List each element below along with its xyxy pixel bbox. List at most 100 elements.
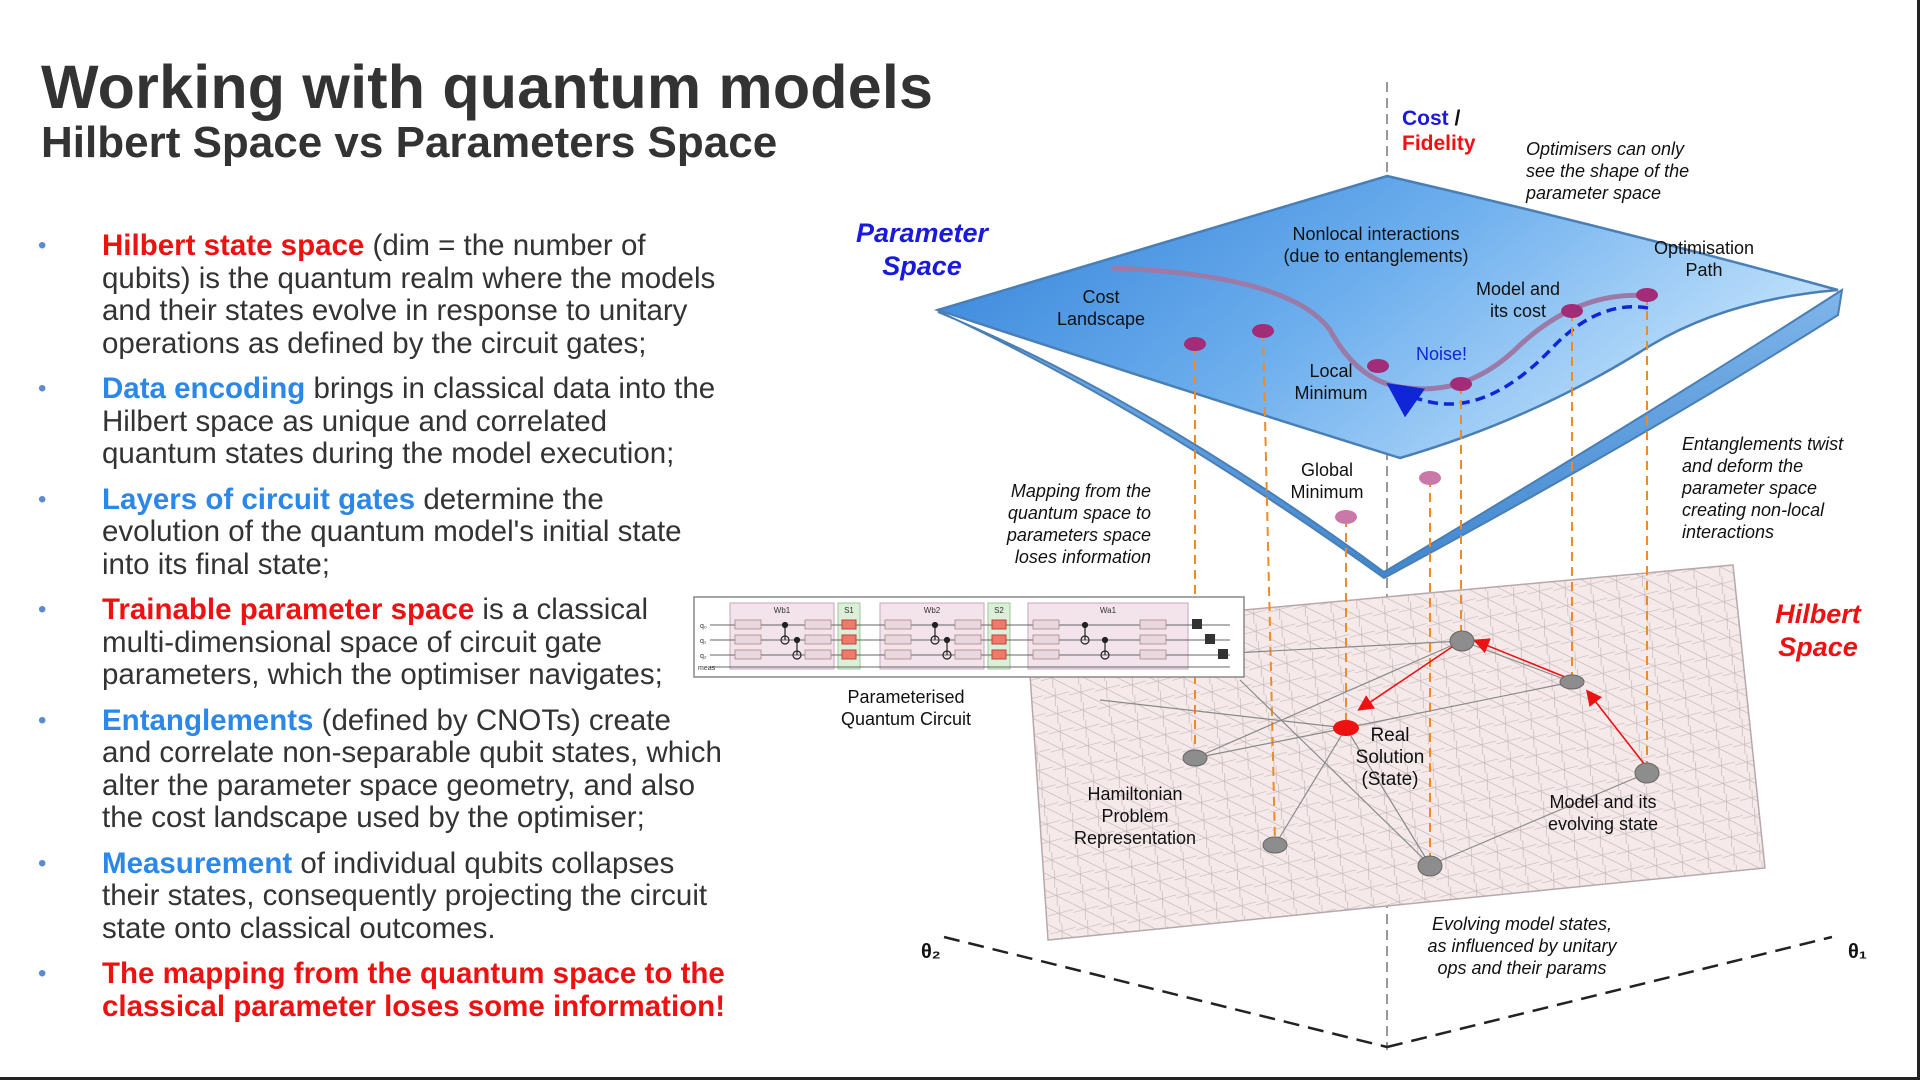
optimisation-path-label: Optimisation Path xyxy=(1654,238,1754,280)
parameter-plane xyxy=(933,174,1839,460)
bullet-key: Trainable parameter space xyxy=(102,593,475,626)
svg-text:Problem: Problem xyxy=(1101,806,1168,826)
svg-text:creating non-local: creating non-local xyxy=(1682,500,1825,520)
svg-text:Minimum: Minimum xyxy=(1290,482,1363,502)
svg-text:Optimisers can only: Optimisers can only xyxy=(1526,139,1685,159)
svg-text:Space: Space xyxy=(882,251,962,281)
circuit-wire-q0: q₀ xyxy=(700,623,707,630)
optimisers-note: Optimisers can only see the shape of the… xyxy=(1525,139,1689,203)
right-border xyxy=(1917,0,1920,1080)
bottom-border xyxy=(0,1077,1920,1080)
bullet-dot: • xyxy=(38,485,47,513)
svg-text:Model and its: Model and its xyxy=(1549,792,1656,812)
fidelity-label: Fidelity xyxy=(1402,132,1476,155)
svg-text:(due to entanglements): (due to entanglements) xyxy=(1283,246,1468,266)
cost-landscape-label: Cost Landscape xyxy=(1057,287,1145,329)
quantum-circuit: Wb1 S1 Wb2 S2 Wa1 q₀ q₁ q₂ meas xyxy=(693,596,1245,678)
svg-text:see the shape of the: see the shape of the xyxy=(1526,161,1689,181)
bullet-entanglements: • Entanglements (defined by CNOTs) create… xyxy=(38,703,728,835)
svg-text:Model and: Model and xyxy=(1476,279,1560,299)
theta1-label: θ₁ xyxy=(1848,941,1867,963)
svg-text:Space: Space xyxy=(1778,632,1858,662)
evolution-arrow-3 xyxy=(1357,646,1453,711)
svg-text:(State): (State) xyxy=(1361,769,1418,790)
bullet-key: Hilbert state space xyxy=(102,229,365,262)
entanglements-note: Entanglements twist and deform the param… xyxy=(1681,434,1844,542)
bullet-text: determine the evolution of the quantum m… xyxy=(102,482,682,581)
bullet-list: •Hilbert state space (dim = the number o… xyxy=(38,229,728,1036)
svg-text:Optimisation: Optimisation xyxy=(1654,238,1754,258)
hilbert-space-label: Hilbert Space xyxy=(1775,599,1862,662)
bullet-mapping-warning: • The mapping from the quantum space to t… xyxy=(38,957,728,1023)
svg-text:Evolving model states,: Evolving model states, xyxy=(1432,914,1612,934)
cost-label: Cost xyxy=(1402,107,1449,130)
cost-slash: / xyxy=(1449,107,1461,130)
svg-text:parameter space: parameter space xyxy=(1681,478,1817,498)
svg-text:parameter space: parameter space xyxy=(1525,183,1661,203)
noise-label: Noise! xyxy=(1416,344,1467,364)
bullet-layers-of-gates: • Layers of circuit gates determine the e… xyxy=(38,482,728,582)
svg-text:Parameterised: Parameterised xyxy=(847,687,964,707)
bullet-key: Data encoding xyxy=(102,372,306,405)
svg-text:its cost: its cost xyxy=(1490,301,1546,321)
evolving-note: Evolving model states, as influenced by … xyxy=(1427,914,1617,978)
hamiltonian-label: Hamiltonian Problem Representation xyxy=(1074,784,1196,848)
svg-text:Real: Real xyxy=(1370,725,1409,746)
svg-text:quantum space to: quantum space to xyxy=(1008,503,1151,523)
bullet-text: The mapping from the quantum space to th… xyxy=(102,957,726,1023)
svg-text:Cost: Cost xyxy=(1082,287,1119,307)
bullet-key: Entanglements xyxy=(102,703,314,737)
evolution-arrow-1 xyxy=(1586,689,1646,766)
bullet-text: of individual qubits collapses their sta… xyxy=(102,846,708,945)
bullet-key: Measurement xyxy=(102,846,293,880)
circuit-block-s2: S2 xyxy=(994,606,1004,615)
svg-text:Local: Local xyxy=(1309,361,1352,381)
model-state-label: Model and its evolving state xyxy=(1548,792,1658,834)
circuit-wire-meas: meas xyxy=(698,665,716,672)
circuit-block-s1: S1 xyxy=(844,606,854,615)
bullet-hilbert-state-space: •Hilbert state space (dim = the number o… xyxy=(38,229,728,360)
global-minimum-label: Global Minimum xyxy=(1290,460,1363,502)
bullet-key: Layers of circuit gates xyxy=(102,482,416,516)
svg-text:Minimum: Minimum xyxy=(1294,383,1367,403)
svg-text:Quantum Circuit: Quantum Circuit xyxy=(841,709,971,729)
svg-text:Hamiltonian: Hamiltonian xyxy=(1087,784,1182,804)
noise-path xyxy=(1386,305,1649,418)
bullet-text: (defined by CNOTs) create and correlate … xyxy=(102,703,722,834)
parameter-points xyxy=(1184,288,1658,524)
circuit-block-wa1: Wa1 xyxy=(1100,606,1117,615)
nonlocal-label: Nonlocal interactions (due to entangleme… xyxy=(1283,224,1468,266)
bullet-dot: • xyxy=(38,596,47,623)
bullet-dot: • xyxy=(38,375,47,402)
svg-text:Landscape: Landscape xyxy=(1057,309,1145,329)
bullet-data-encoding: • Data encoding brings in classical data … xyxy=(38,372,728,471)
svg-text:Global: Global xyxy=(1301,460,1353,480)
bullet-dot: • xyxy=(38,849,47,877)
svg-text:loses information: loses information xyxy=(1015,547,1151,567)
svg-text:interactions: interactions xyxy=(1682,522,1774,542)
parameter-space-label: Parameter Space xyxy=(856,218,990,281)
cost-fidelity-label: Cost / Fidelity xyxy=(1402,107,1476,155)
svg-text:evolving state: evolving state xyxy=(1548,814,1658,834)
svg-text:Representation: Representation xyxy=(1074,828,1196,848)
svg-text:ops and their params: ops and their params xyxy=(1437,958,1606,978)
circuit-caption: Parameterised Quantum Circuit xyxy=(841,687,971,729)
bullet-dot: • xyxy=(38,232,47,259)
svg-text:parameters space: parameters space xyxy=(1006,525,1151,545)
theta2-label: θ₂ xyxy=(921,941,941,963)
bullet-dot: • xyxy=(38,706,47,734)
svg-text:Solution: Solution xyxy=(1356,747,1425,768)
evolution-arrow-2 xyxy=(1473,638,1566,678)
local-minimum-label: Local Minimum xyxy=(1294,361,1367,403)
circuit-block-wb1: Wb1 xyxy=(774,606,791,615)
hilbert-nodes xyxy=(1182,630,1660,877)
slide-title: Working with quantum models xyxy=(41,53,934,121)
model-cost-label: Model and its cost xyxy=(1476,279,1560,321)
svg-text:as influenced by unitary: as influenced by unitary xyxy=(1427,936,1617,956)
bullet-dot: • xyxy=(38,960,47,987)
bullet-text: brings in classical data into the Hilber… xyxy=(102,372,716,470)
circuit-wire-q1: q₁ xyxy=(700,638,707,645)
svg-text:Mapping from the: Mapping from the xyxy=(1011,481,1151,501)
